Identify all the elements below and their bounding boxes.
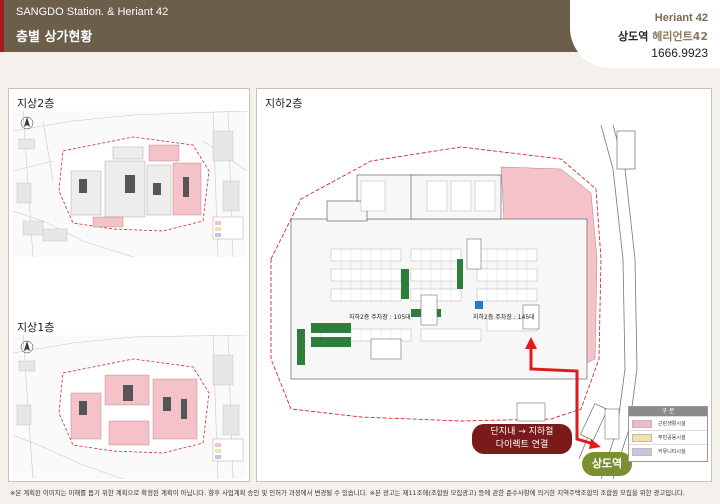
- subway-connection-callout: 단지내 → 지하철 다이렉트 연결: [472, 424, 572, 454]
- legend-item-label: 근린생활시설: [658, 421, 686, 427]
- footnote: ※본 계획된 이미지는 이해를 돕기 위한 계획으로 확정된 계획이 아닙니다.…: [10, 489, 685, 497]
- floor1-label: 지상1층: [17, 321, 55, 334]
- parking-label-left: 지하2층 주차장 : 105대: [349, 313, 411, 321]
- brand-badge: Heriant 42 상도역 헤리언트42 1666.9923: [570, 0, 720, 68]
- legend-item: 커뮤니티시설: [629, 444, 707, 458]
- floor2-site-plan: [13, 111, 247, 257]
- station-badge: 상도역: [582, 452, 632, 476]
- floor2-label: 지상2층: [17, 97, 55, 110]
- basement2-label: 지하2층: [265, 97, 303, 110]
- legend-swatch: [632, 419, 652, 428]
- legend-item-label: 주민공동시설: [658, 435, 686, 441]
- brand-name-kr: 상도역 헤리언트42: [618, 28, 708, 44]
- legend-swatch: [632, 447, 652, 456]
- header-accent: [0, 0, 4, 52]
- legend-item: 주민공동시설: [629, 430, 707, 444]
- legend-item-label: 커뮤니티시설: [658, 449, 686, 455]
- callout-line2: 다이렉트 연결: [495, 440, 549, 450]
- legend-item: 근린생활시설: [629, 416, 707, 430]
- page-title: 층별 상가현황: [16, 30, 93, 45]
- floor1-site-plan: [13, 335, 247, 479]
- legend-title: 구 분: [629, 407, 707, 416]
- brand-station-name: 상도역: [617, 30, 649, 43]
- brand-phone: 1666.9923: [651, 46, 708, 60]
- callout-line1: 단지내 → 지하철: [490, 427, 554, 437]
- brand-name-en: Heriant 42: [654, 12, 708, 24]
- basement2-floor-plan: 지하2층 주차장 : 105대 지하2층 주차장 : 145대: [261, 109, 707, 479]
- legend-box: 구 분 근린생활시설 주민공동시설 커뮤니티시설: [628, 406, 708, 462]
- left-floor-panel: 지상2층: [8, 88, 250, 482]
- parking-label-right: 지하2층 주차장 : 145대: [473, 313, 535, 321]
- legend-swatch: [632, 433, 652, 442]
- brand-project-name: 헤리언트42: [652, 30, 708, 43]
- header-subtitle: SANGDO Station. & Heriant 42: [16, 6, 169, 18]
